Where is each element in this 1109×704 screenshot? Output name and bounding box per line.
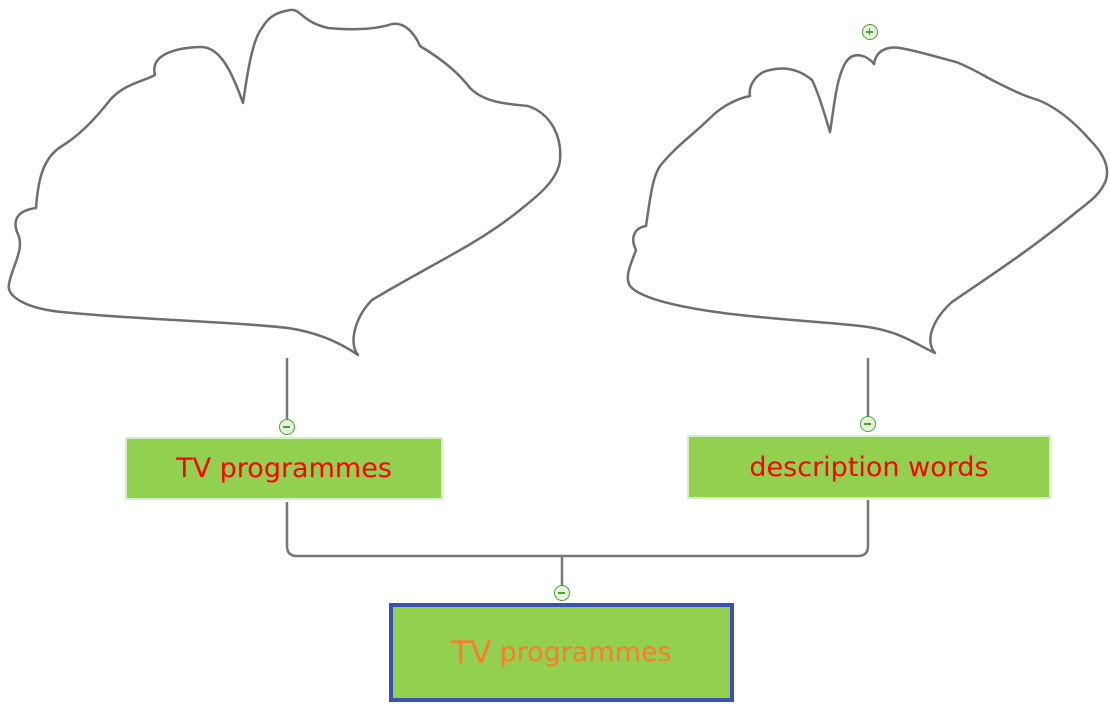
- topic-node-tv-programmes[interactable]: TV programmes: [125, 437, 443, 500]
- expand-toggle-icon[interactable]: [862, 24, 878, 40]
- central-topic-label-part2: programmes: [499, 637, 672, 668]
- connectors: [285, 358, 870, 588]
- central-topic-node[interactable]: TV programmes: [389, 603, 734, 702]
- collapse-toggle-icon[interactable]: [554, 585, 570, 601]
- collapse-toggle-icon[interactable]: [860, 416, 876, 432]
- cloud-bubble-right: [626, 46, 1109, 355]
- topic-node-description-words[interactable]: description words: [687, 435, 1051, 499]
- collapse-toggle-icon[interactable]: [279, 419, 295, 435]
- central-topic-label-part1: TV: [451, 634, 492, 671]
- cloud-bubble-left: [7, 8, 562, 357]
- connector-branch: [285, 500, 870, 558]
- topic-label: TV programmes: [176, 453, 392, 484]
- topic-label: description words: [749, 451, 989, 483]
